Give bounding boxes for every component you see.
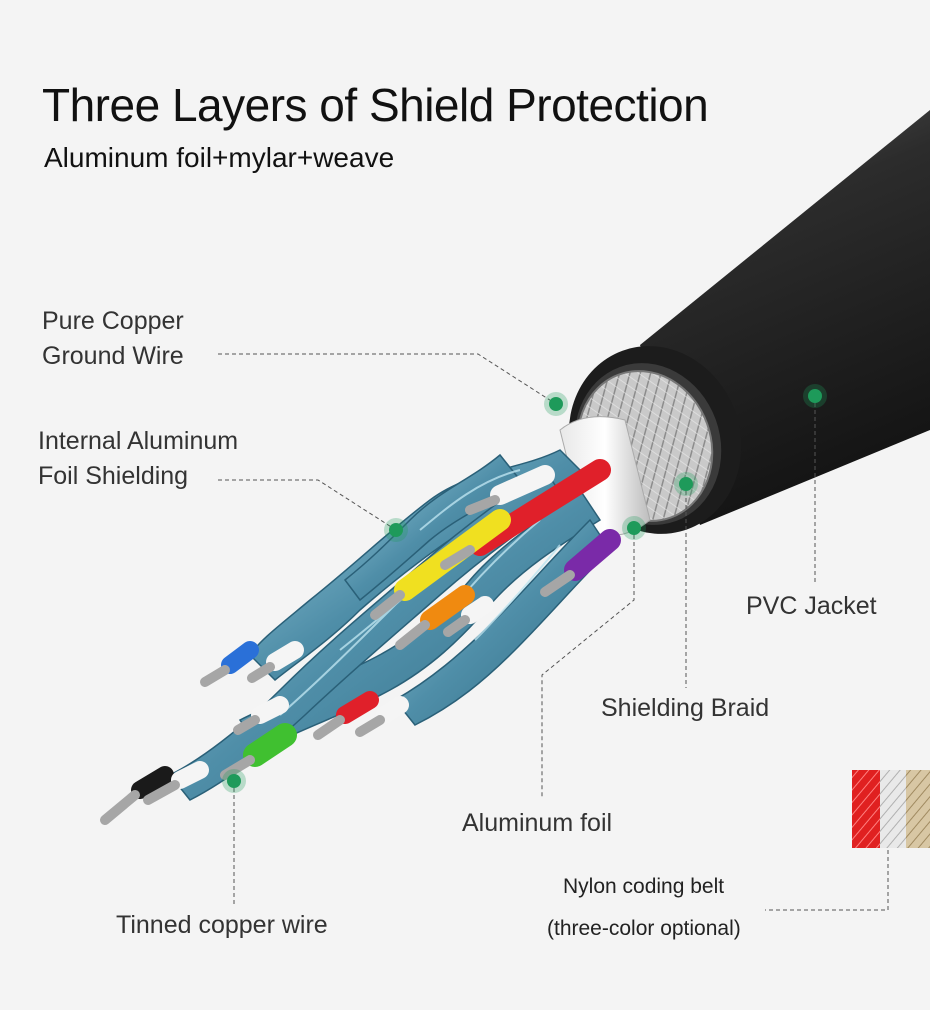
marker-shielding-braid-dot bbox=[674, 472, 698, 496]
label-tinned-copper: Tinned copper wire bbox=[116, 911, 328, 939]
label-internal-foil-line2: Foil Shielding bbox=[38, 462, 189, 490]
label-internal-foil: Internal Aluminum Foil Shielding bbox=[38, 424, 238, 494]
marker-pvc-jacket-dot bbox=[803, 384, 827, 408]
tinned-copper-ends bbox=[100, 495, 575, 825]
label-copper-ground-line1: Pure Copper bbox=[42, 307, 184, 335]
label-nylon-belt-line1: Nylon coding belt bbox=[563, 875, 725, 898]
label-copper-ground-line2: Ground Wire bbox=[42, 342, 184, 370]
leader-nylon-belt bbox=[765, 850, 889, 911]
marker-aluminum-foil-dot bbox=[622, 516, 646, 540]
label-aluminum-foil: Aluminum foil bbox=[462, 809, 613, 837]
page-title: Three Layers of Shield Protection bbox=[42, 79, 709, 131]
label-pvc-jacket: PVC Jacket bbox=[746, 592, 877, 620]
nylon-coding-belt-swatches bbox=[852, 770, 930, 848]
marker-tinned-copper-dot bbox=[222, 769, 246, 793]
label-internal-foil-line1: Internal Aluminum bbox=[38, 427, 239, 455]
label-nylon-belt-line2: (three-color optional) bbox=[547, 917, 741, 940]
label-copper-ground: Pure Copper Ground Wire bbox=[42, 304, 184, 374]
label-shielding-braid: Shielding Braid bbox=[601, 694, 770, 722]
leader-aluminum-foil bbox=[541, 528, 635, 798]
callout-markers bbox=[222, 384, 827, 793]
leader-copper-ground bbox=[218, 353, 557, 405]
leader-lines bbox=[218, 353, 889, 911]
page-subtitle: Aluminum foil+mylar+weave bbox=[44, 142, 395, 173]
marker-copper-ground-dot bbox=[544, 392, 568, 416]
marker-internal-foil-dot bbox=[384, 518, 408, 542]
leader-internal-foil bbox=[218, 479, 397, 531]
